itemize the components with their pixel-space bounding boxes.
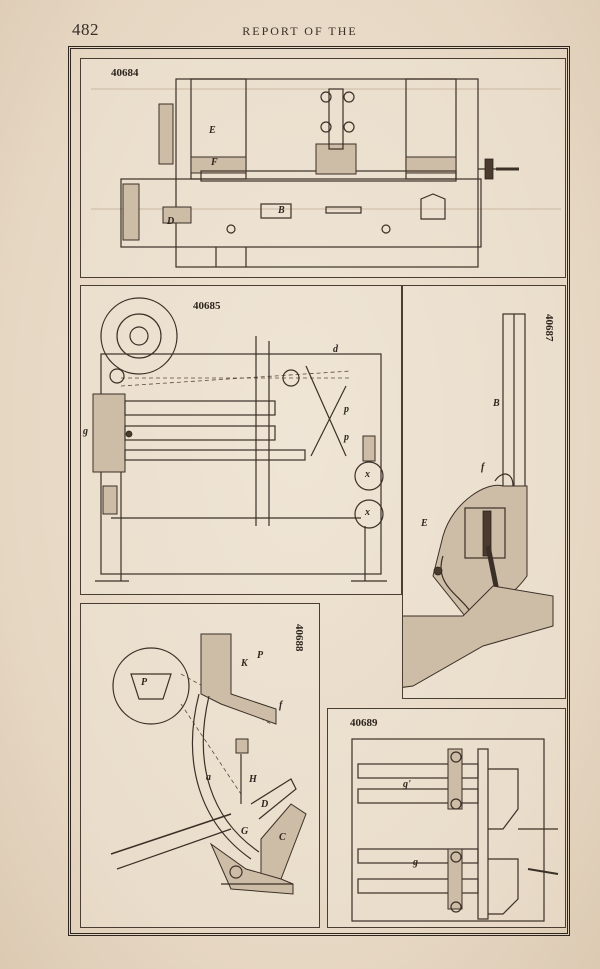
figure-letter: K xyxy=(241,658,248,669)
figure-40684-panel: 40684 E F B D xyxy=(80,58,566,278)
figure-40689-drawing xyxy=(351,738,559,922)
figure-letter: g' xyxy=(403,779,411,790)
figure-letter: P xyxy=(141,677,148,688)
figure-letter: B xyxy=(493,398,500,409)
figure-40685-panel: 40685 d p p g x x xyxy=(80,285,402,595)
figure-letter: g xyxy=(413,857,418,868)
figure-letter: x xyxy=(365,469,370,480)
figure-letter: p xyxy=(344,404,349,415)
figure-40687-panel: 40687 B f E xyxy=(402,285,566,699)
figure-letter: a xyxy=(206,772,211,783)
figure-number: 40687 xyxy=(543,314,555,342)
figure-letter: d xyxy=(333,344,338,355)
page-number: 482 xyxy=(72,20,99,39)
figure-number: 40684 xyxy=(111,67,139,79)
figure-40685-drawing xyxy=(92,297,387,582)
figure-letter: f xyxy=(279,700,283,711)
figure-letter: H xyxy=(249,774,257,785)
figure-letter: F xyxy=(211,157,218,168)
running-title: REPORT OF THE xyxy=(242,24,358,38)
plate-frame xyxy=(68,46,570,936)
figure-number: 40688 xyxy=(293,624,305,652)
figure-letter: g xyxy=(83,426,88,437)
figure-letter: E xyxy=(421,518,428,529)
figure-40689-panel: 40689 g' g xyxy=(327,708,566,928)
figure-40687-drawing xyxy=(403,313,554,688)
figure-number: 40685 xyxy=(193,300,221,312)
figure-letter: x xyxy=(365,507,370,518)
figure-letter: p xyxy=(344,432,349,443)
figure-letter: f xyxy=(481,462,485,473)
figure-40688-drawing xyxy=(110,633,307,895)
figure-letter: C xyxy=(279,832,286,843)
figure-number: 40689 xyxy=(350,717,378,729)
figure-letter: B xyxy=(278,205,285,216)
figure-letter: D xyxy=(167,216,175,227)
figure-40684-drawing xyxy=(91,78,561,268)
figure-letter: P xyxy=(257,650,264,661)
figure-letter: D xyxy=(261,799,269,810)
figure-40688-panel: 40688 K P f P a H D G C xyxy=(80,603,320,928)
figure-letter: G xyxy=(241,826,249,837)
figure-letter: E xyxy=(209,125,216,136)
